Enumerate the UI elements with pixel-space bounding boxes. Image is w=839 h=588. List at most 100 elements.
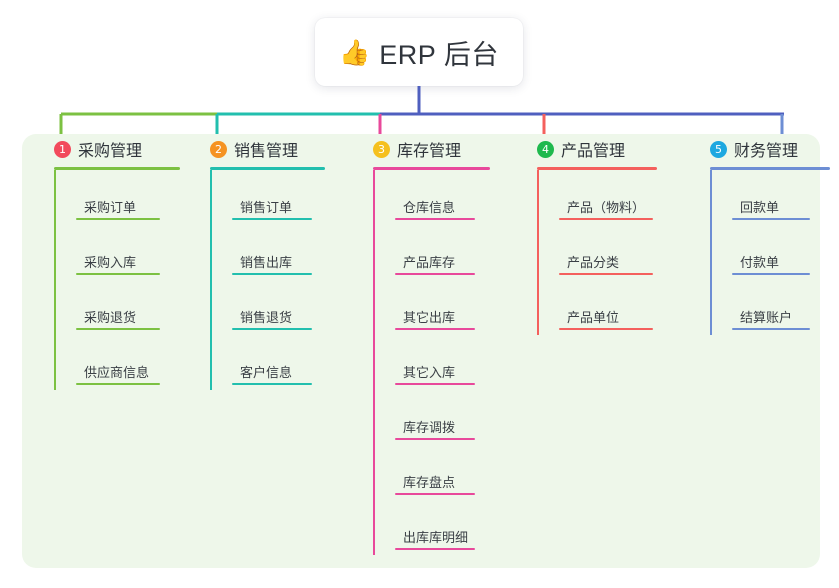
branch-header-2[interactable]: 2 销售管理	[196, 134, 325, 164]
leaf-underline	[76, 273, 160, 275]
leaf-underline	[395, 328, 475, 330]
thumbs-up-icon: 👍	[339, 38, 371, 67]
leaf-label: 采购退货	[84, 310, 137, 325]
leaf-item[interactable]: 产品库存	[395, 225, 490, 280]
branch-title: 财务管理	[734, 143, 799, 160]
leaf-label: 库存调拨	[403, 420, 456, 435]
leaf-label: 产品库存	[403, 255, 456, 270]
mindmap-panel	[22, 134, 820, 568]
leaf-underline	[395, 438, 475, 440]
leaf-underline	[732, 273, 810, 275]
branch-underline	[54, 167, 180, 170]
branch-column-4: 4 产品管理产品（物料） 产品分类产品单位	[523, 134, 657, 335]
leaf-underline	[232, 273, 312, 275]
branch-leaf-list: 回款单付款单结算账户	[710, 170, 830, 335]
leaf-underline	[559, 328, 653, 330]
leaf-underline	[395, 273, 475, 275]
leaf-label: 回款单	[740, 200, 780, 215]
branch-underline	[373, 167, 490, 170]
leaf-label: 其它出库	[403, 310, 456, 325]
leaf-item[interactable]: 采购退货	[76, 280, 180, 335]
branch-spine	[210, 170, 212, 390]
leaf-item[interactable]: 结算账户	[732, 280, 830, 335]
leaf-underline	[559, 218, 653, 220]
leaf-underline	[76, 218, 160, 220]
branch-title: 库存管理	[397, 143, 462, 160]
leaf-item[interactable]: 付款单	[732, 225, 830, 280]
leaf-label: 其它入库	[403, 365, 456, 380]
leaf-item[interactable]: 回款单	[732, 170, 830, 225]
branch-spine	[710, 170, 712, 335]
leaf-underline	[232, 328, 312, 330]
leaf-label: 供应商信息	[84, 365, 150, 380]
leaf-label: 产品分类	[567, 255, 620, 270]
branch-number-badge: 4	[537, 140, 554, 158]
leaf-label: 库存盘点	[403, 475, 456, 490]
leaf-item[interactable]: 产品单位	[559, 280, 657, 335]
root-node-card[interactable]: 👍 ERP 后台	[315, 18, 523, 86]
leaf-label: 采购订单	[84, 200, 137, 215]
leaf-underline	[395, 493, 475, 495]
branch-title: 采购管理	[78, 143, 143, 160]
branch-number-badge: 5	[710, 140, 727, 158]
leaf-item[interactable]: 库存调拨	[395, 390, 490, 445]
branch-number-badge: 1	[54, 140, 71, 158]
branch-number-badge: 3	[373, 140, 390, 158]
leaf-item[interactable]: 仓库信息	[395, 170, 490, 225]
leaf-underline	[232, 383, 312, 385]
leaf-label: 结算账户	[740, 310, 793, 325]
leaf-underline	[395, 548, 475, 550]
leaf-underline	[76, 383, 160, 385]
leaf-underline	[395, 218, 475, 220]
leaf-item[interactable]: 供应商信息	[76, 335, 180, 390]
branch-leaf-list: 仓库信息产品库存其它出库其它入库库存调拨库存盘点出库库明细	[373, 170, 490, 555]
leaf-item[interactable]: 库存盘点	[395, 445, 490, 500]
branch-header-5[interactable]: 5 财务管理	[696, 134, 830, 164]
leaf-item[interactable]: 产品（物料）	[559, 170, 657, 225]
page-title: ERP 后台	[379, 39, 499, 70]
branch-leaf-list: 采购订单采购入库采购退货供应商信息	[54, 170, 180, 390]
leaf-label: 销售退货	[240, 310, 293, 325]
branch-title: 产品管理	[561, 143, 626, 160]
branch-columns: 1 采购管理采购订单采购入库采购退货供应商信息 2 销售管理销售订单销售出库销售退货客…	[22, 134, 830, 568]
branch-column-5: 5 财务管理回款单付款单结算账户	[696, 134, 830, 335]
leaf-item[interactable]: 采购订单	[76, 170, 180, 225]
branch-column-2: 2 销售管理销售订单销售出库销售退货客户信息	[196, 134, 325, 390]
leaf-label: 销售订单	[240, 200, 293, 215]
branch-header-4[interactable]: 4 产品管理	[523, 134, 657, 164]
branch-spine	[373, 170, 375, 555]
branch-column-1: 1 采购管理采购订单采购入库采购退货供应商信息	[40, 134, 180, 390]
leaf-label: 付款单	[740, 255, 780, 270]
leaf-item[interactable]: 销售订单	[232, 170, 325, 225]
leaf-underline	[732, 328, 810, 330]
leaf-underline	[76, 328, 160, 330]
branch-header-1[interactable]: 1 采购管理	[40, 134, 180, 164]
branch-underline	[210, 167, 325, 170]
branch-spine	[54, 170, 56, 390]
leaf-item[interactable]: 产品分类	[559, 225, 657, 280]
leaf-underline	[732, 218, 810, 220]
branch-underline	[710, 167, 830, 170]
leaf-item[interactable]: 销售出库	[232, 225, 325, 280]
leaf-item[interactable]: 其它出库	[395, 280, 490, 335]
branch-number-badge: 2	[210, 140, 227, 158]
branch-column-3: 3 库存管理仓库信息产品库存其它出库其它入库库存调拨库存盘点出库库明细	[359, 134, 490, 555]
leaf-label: 出库库明细	[403, 530, 469, 545]
leaf-underline	[232, 218, 312, 220]
branch-underline	[537, 167, 657, 170]
leaf-item[interactable]: 出库库明细	[395, 500, 490, 555]
branch-leaf-list: 销售订单销售出库销售退货客户信息	[210, 170, 325, 390]
leaf-label: 采购入库	[84, 255, 137, 270]
leaf-underline	[395, 383, 475, 385]
leaf-item[interactable]: 客户信息	[232, 335, 325, 390]
leaf-item[interactable]: 采购入库	[76, 225, 180, 280]
branch-header-3[interactable]: 3 库存管理	[359, 134, 490, 164]
branch-title: 销售管理	[234, 143, 299, 160]
leaf-item[interactable]: 销售退货	[232, 280, 325, 335]
leaf-label: 客户信息	[240, 365, 293, 380]
branch-leaf-list: 产品（物料） 产品分类产品单位	[537, 170, 657, 335]
leaf-item[interactable]: 其它入库	[395, 335, 490, 390]
leaf-label: 产品单位	[567, 310, 620, 325]
branch-spine	[537, 170, 539, 335]
